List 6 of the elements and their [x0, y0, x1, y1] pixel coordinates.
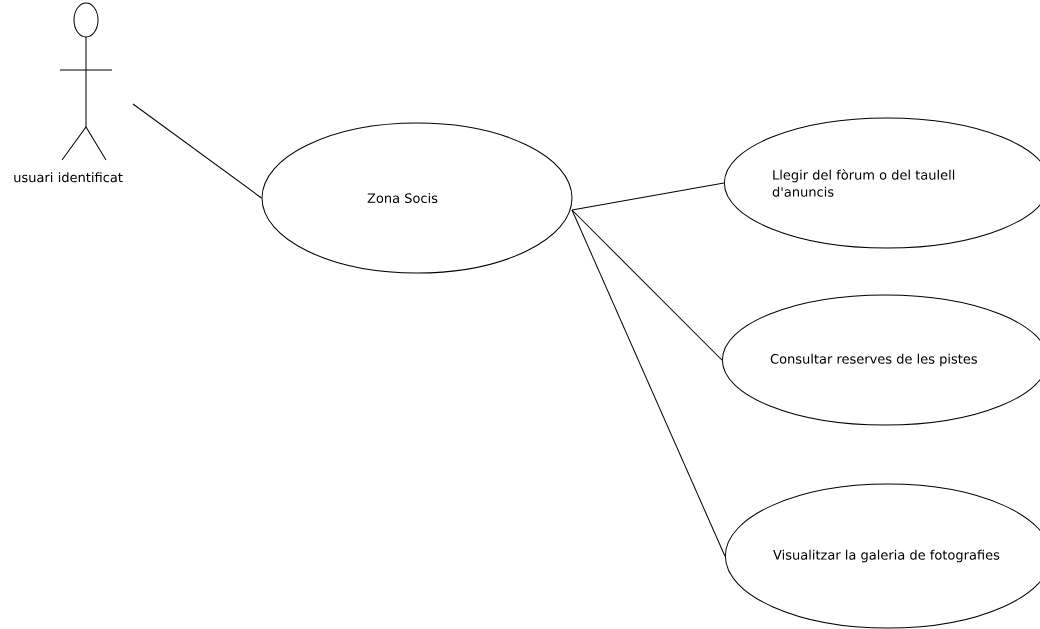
association-line	[132, 103, 262, 199]
association-line	[571, 209, 726, 557]
actor-figure	[59, 2, 113, 161]
association-line	[571, 209, 723, 361]
association-line	[571, 182, 725, 211]
actor-label: usuari identificat	[14, 172, 123, 183]
